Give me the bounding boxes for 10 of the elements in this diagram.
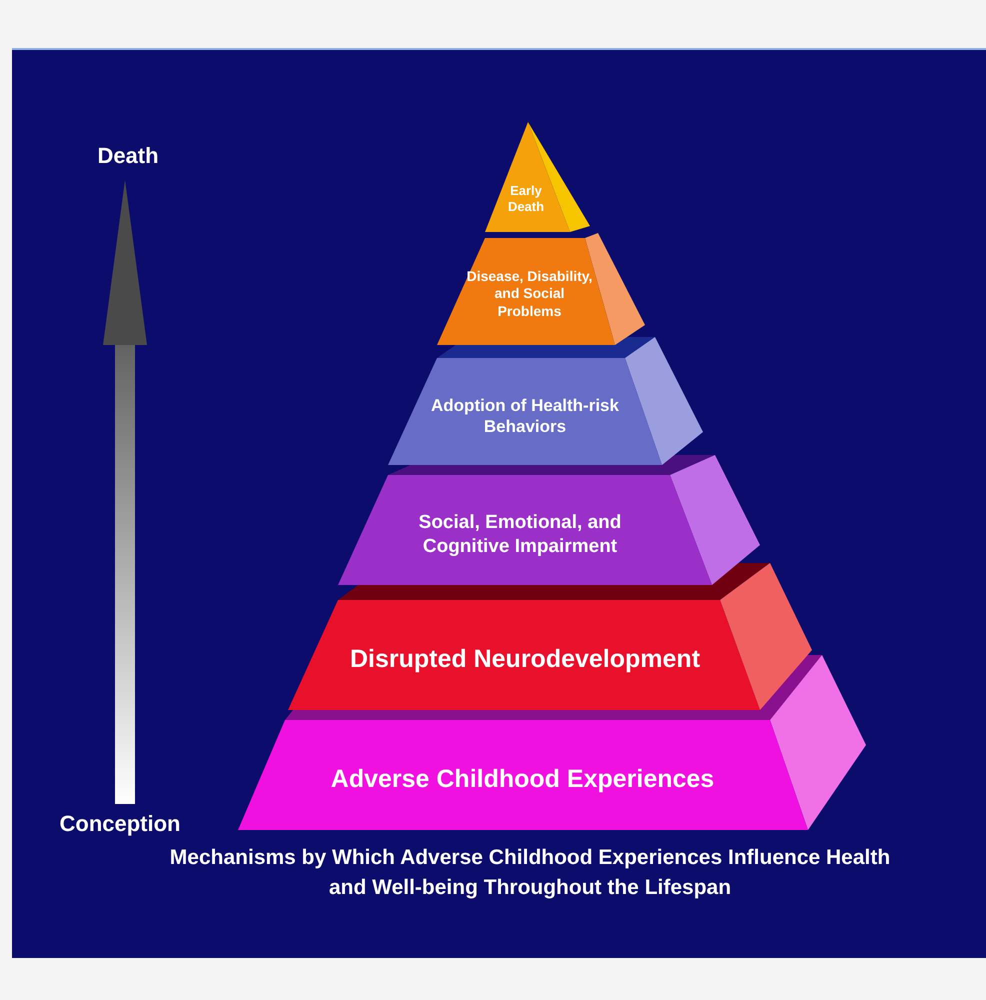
tier-label: Disease, Disability, and Social Problems xyxy=(466,266,594,321)
tier-label: Social, Emotional, and Cognitive Impairment xyxy=(418,511,622,559)
arrow xyxy=(103,180,147,804)
axis-label: Death xyxy=(78,142,178,170)
tier-label: Adverse Childhood Experiences xyxy=(330,764,716,796)
tier-label: Adoption of Health-risk Behaviors xyxy=(430,394,620,438)
tier-label: Disrupted Neurodevelopment xyxy=(348,644,702,676)
axis-label: Conception xyxy=(40,810,200,838)
tier-label: Early Death xyxy=(506,182,546,216)
caption: Mechanisms by Which Adverse Childhood Experiences Influence Health and Well-being Throughout the Lifespan xyxy=(168,845,892,902)
